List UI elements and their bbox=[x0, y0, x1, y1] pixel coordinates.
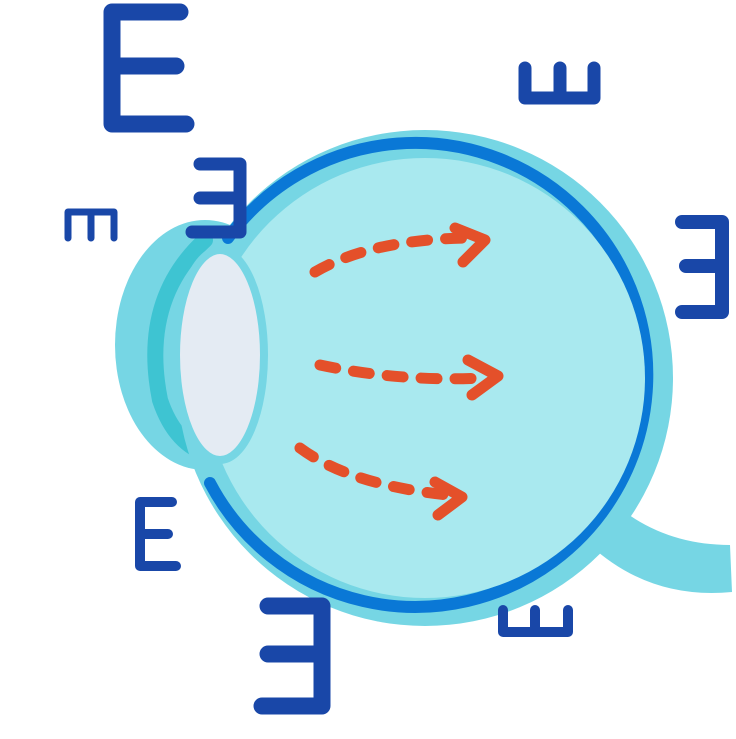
light-path-arrow-middle bbox=[314, 359, 488, 385]
arrow-head-middle bbox=[462, 354, 504, 401]
lens bbox=[172, 246, 268, 464]
letter-e-top-right bbox=[518, 61, 601, 105]
letter-e-near-cornea bbox=[185, 157, 247, 239]
letter-e-glyphs bbox=[64, 3, 729, 715]
letter-e-bottom-left bbox=[135, 497, 181, 571]
light-path-arrows bbox=[294, 222, 504, 521]
letter-e-bottom bbox=[253, 597, 331, 715]
letter-e-right bbox=[675, 215, 729, 319]
letter-e-top-left bbox=[103, 3, 195, 133]
arrow-head-top bbox=[449, 222, 491, 268]
arrow-head-bottom bbox=[429, 476, 468, 521]
light-path-arrow-bottom bbox=[294, 442, 454, 501]
light-path-arrow-top bbox=[309, 232, 471, 278]
letter-e-small-left bbox=[64, 208, 118, 242]
letter-e-bottom-right bbox=[498, 605, 573, 637]
sclera-ring bbox=[204, 136, 654, 613]
